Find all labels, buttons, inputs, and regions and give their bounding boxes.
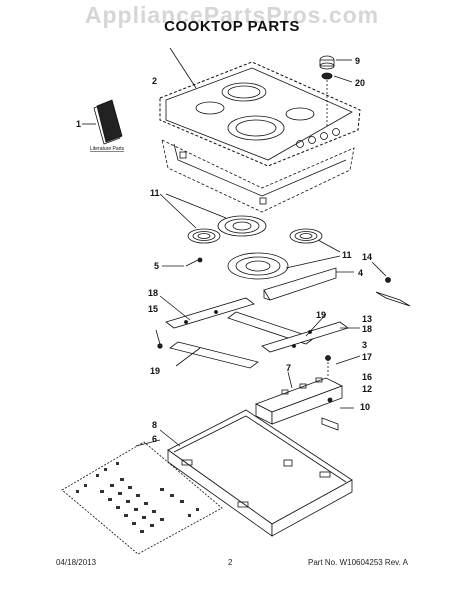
callout-13: 13 <box>362 314 372 324</box>
literature-parts-label: Literature Parts <box>90 146 125 152</box>
callout-2: 2 <box>152 76 157 86</box>
perforated-shield <box>61 439 223 555</box>
footer-part-number: Part No. W10604253 Rev. A <box>308 558 408 567</box>
screw <box>162 257 203 267</box>
element-bracket <box>263 267 354 301</box>
footer-date: 04/18/2013 <box>56 558 97 567</box>
callout-3: 3 <box>362 340 367 350</box>
callout-11-right: 11 <box>342 250 352 260</box>
element-clip <box>371 261 411 307</box>
callout-12: 12 <box>362 384 372 394</box>
bottom-box <box>159 409 353 537</box>
footer-page-number: 2 <box>228 558 233 567</box>
callout-4: 4 <box>358 268 363 278</box>
callout-19-left: 19 <box>150 366 160 376</box>
callout-5: 5 <box>154 261 159 271</box>
callout-6: 6 <box>152 434 157 444</box>
callout-17: 17 <box>362 352 372 362</box>
callout-15: 15 <box>148 304 158 314</box>
small-bracket <box>321 397 354 431</box>
callout-19-right: 19 <box>316 310 326 320</box>
terminal-block-assembly <box>254 355 361 425</box>
callout-8: 8 <box>152 420 157 430</box>
callout-1: 1 <box>76 119 81 129</box>
rail-screw <box>155 329 163 349</box>
callout-7: 7 <box>286 363 291 373</box>
callout-18-right: 18 <box>362 324 372 334</box>
surface-elements <box>159 193 341 280</box>
literature-booklet <box>82 99 123 145</box>
cooktop-frame <box>161 139 355 213</box>
callout-16: 16 <box>362 372 372 382</box>
page-title: COOKTOP PARTS <box>164 18 300 35</box>
callout-20: 20 <box>355 78 365 88</box>
callout-10: 10 <box>360 402 370 412</box>
cooktop-glass <box>159 47 361 167</box>
watermark: AppliancePartsPros.com <box>84 2 380 28</box>
support-rails <box>159 295 360 369</box>
callout-18-left: 18 <box>148 288 158 298</box>
callout-14: 14 <box>362 252 372 262</box>
callout-9: 9 <box>355 56 360 66</box>
callout-11-left: 11 <box>150 188 160 198</box>
control-knob <box>319 55 353 128</box>
